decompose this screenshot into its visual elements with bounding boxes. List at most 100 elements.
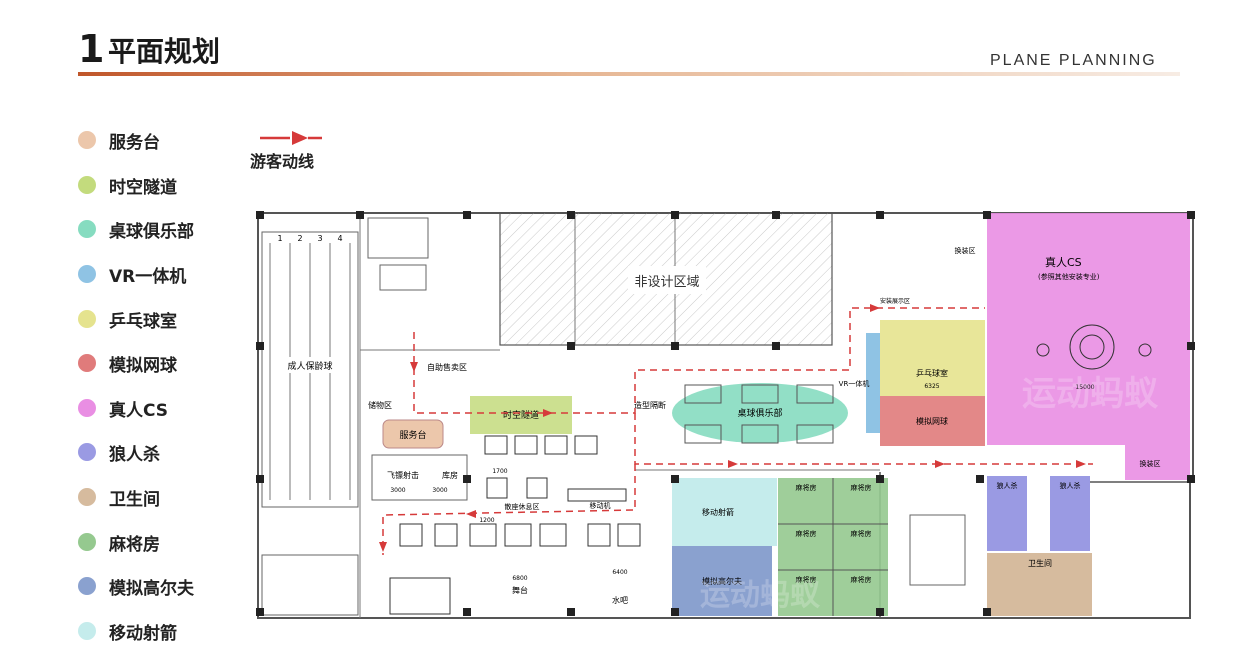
mahjong-label: 麻将房 bbox=[851, 483, 872, 492]
billiard-table bbox=[796, 424, 834, 444]
rest-area-label: 散座休息区 bbox=[505, 502, 540, 511]
storage-label: 储物区 bbox=[368, 400, 392, 410]
werewolf-label: 狼人杀 bbox=[1060, 481, 1081, 490]
warehouse-label: 库房 bbox=[442, 470, 458, 480]
label-backdrop bbox=[284, 357, 336, 373]
legend-swatch bbox=[78, 577, 96, 595]
cs-note: (参照其他安装专业) bbox=[1038, 272, 1100, 281]
stairwell bbox=[367, 217, 429, 259]
cs-obstacle bbox=[1138, 343, 1152, 357]
legend-item-vr: VR一体机 bbox=[78, 262, 186, 287]
route-arrow-icon bbox=[260, 131, 322, 145]
service-desk-zone bbox=[382, 419, 444, 449]
dimension: 1700 bbox=[492, 468, 507, 475]
visitor-route bbox=[382, 307, 1093, 555]
seating-group bbox=[389, 435, 641, 615]
mahjong-label: 麻将房 bbox=[796, 529, 817, 538]
dimension: 15000 bbox=[1075, 384, 1094, 391]
billiard-table bbox=[796, 384, 834, 404]
lane-number: 2 bbox=[297, 234, 302, 243]
legend-swatch bbox=[78, 176, 96, 194]
tennis-sim-label: 模拟网球 bbox=[916, 416, 948, 426]
lane-number: 3 bbox=[317, 234, 322, 243]
self-sale-label: 自助售卖区 bbox=[427, 362, 467, 372]
lane-number: 1 bbox=[277, 234, 282, 243]
legend-label: 狼人杀 bbox=[109, 444, 160, 465]
east-wing-wall bbox=[1090, 481, 1191, 619]
cs-obstacle bbox=[1079, 334, 1105, 360]
non-design-label: 非设计区域 bbox=[634, 275, 699, 290]
legend-label: 乒乓球室 bbox=[109, 311, 177, 332]
werewolf-zone bbox=[1050, 476, 1090, 551]
legend-swatch bbox=[78, 265, 96, 283]
toilet-zone bbox=[987, 553, 1092, 616]
legend-item-billiards: 桌球俱乐部 bbox=[78, 217, 194, 242]
mahjong-label: 麻将房 bbox=[796, 575, 817, 584]
time-tunnel-label: 时空隧道 bbox=[503, 409, 539, 421]
golf-zone bbox=[672, 546, 772, 616]
mahjong-label: 麻将房 bbox=[796, 483, 817, 492]
stage-label: 舞台 bbox=[512, 585, 528, 595]
lane-number: 4 bbox=[337, 234, 342, 243]
legend-item-table-tennis: 乒乓球室 bbox=[78, 307, 177, 332]
bowling-label: 成人保龄球 bbox=[287, 360, 332, 372]
legend-label: 模拟高尔夫 bbox=[109, 578, 194, 599]
legend-label: 时空隧道 bbox=[109, 177, 177, 198]
legend-swatch bbox=[78, 131, 96, 149]
archery-label: 移动射箭 bbox=[702, 507, 734, 517]
elevator bbox=[379, 264, 427, 291]
dart-label: 飞镖射击 bbox=[387, 470, 419, 480]
legend-item-time-tunnel: 时空隧道 bbox=[78, 173, 177, 198]
cs-label: 真人CS bbox=[1045, 255, 1082, 269]
vr-zone bbox=[866, 333, 880, 433]
legend-swatch bbox=[78, 443, 96, 461]
bowling-lounge bbox=[261, 554, 359, 616]
legend-item-archery: 移动射箭 bbox=[78, 619, 177, 644]
page-title: 平面规划 bbox=[108, 35, 221, 68]
legend-item-toilet: 卫生间 bbox=[78, 485, 160, 510]
vr-label: VR一体机 bbox=[839, 379, 870, 388]
billiard-table bbox=[741, 384, 779, 404]
legend-swatch bbox=[78, 533, 96, 551]
tennis-sim-zone bbox=[880, 396, 985, 446]
legend-label: 移动射箭 bbox=[109, 623, 177, 644]
legend-swatch bbox=[78, 310, 96, 328]
page-header: 1 平面规划 PLANE PLANNING bbox=[0, 0, 1257, 90]
legend-swatch bbox=[78, 622, 96, 640]
table-tennis-zone bbox=[880, 320, 985, 396]
legend-swatch bbox=[78, 220, 96, 238]
changing-label: 换装区 bbox=[1140, 459, 1161, 468]
dimension: 6800 bbox=[512, 575, 527, 582]
time-tunnel-zone bbox=[470, 396, 572, 434]
route-legend-label: 游客动线 bbox=[250, 152, 315, 171]
dimension: 1200 bbox=[479, 517, 494, 524]
werewolf-label: 狼人杀 bbox=[997, 481, 1018, 490]
billiards-label: 桌球俱乐部 bbox=[737, 407, 782, 419]
label-backdrop bbox=[628, 266, 706, 294]
golf-label: 模拟高尔夫 bbox=[702, 576, 742, 586]
legend-item-golf: 模拟高尔夫 bbox=[78, 574, 194, 599]
legend-item-service-desk: 服务台 bbox=[78, 128, 160, 153]
partition-label: 造型隔断 bbox=[634, 400, 666, 410]
mahjong-label: 麻将房 bbox=[851, 529, 872, 538]
legend-item-mahjong: 麻将房 bbox=[78, 530, 160, 555]
watermark: 运动蚂蚁 bbox=[1022, 374, 1159, 414]
toilet-label: 卫生间 bbox=[1028, 558, 1052, 568]
page-subtitle-en: PLANE PLANNING bbox=[990, 52, 1157, 69]
legend-label: 模拟网球 bbox=[109, 355, 177, 376]
werewolf-zone bbox=[987, 476, 1027, 551]
stairwell bbox=[909, 514, 966, 586]
legend-item-tennis-sim: 模拟网球 bbox=[78, 351, 177, 376]
structural-columns bbox=[256, 211, 1195, 616]
changing-label: 换装区 bbox=[955, 246, 976, 255]
service-desk-label: 服务台 bbox=[399, 429, 426, 441]
billiard-table bbox=[684, 384, 722, 404]
cs-obstacle bbox=[1036, 343, 1050, 357]
title-gradient-bar bbox=[78, 72, 1180, 76]
cs-zone bbox=[987, 213, 1190, 480]
legend-item-werewolf: 狼人杀 bbox=[78, 440, 160, 465]
archery-zone bbox=[672, 478, 777, 546]
dimension: 3000 bbox=[390, 487, 405, 494]
legend-swatch bbox=[78, 488, 96, 506]
